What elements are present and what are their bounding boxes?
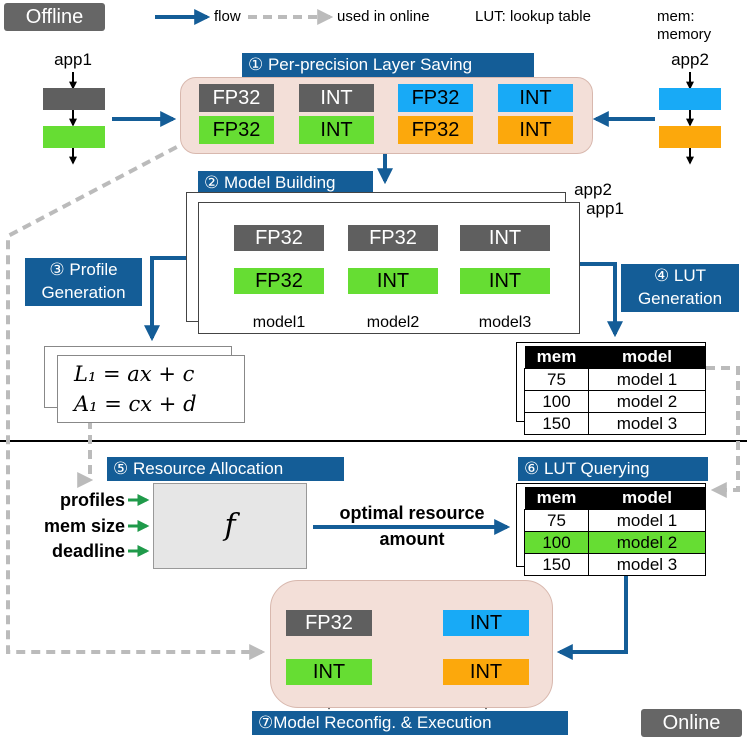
- stage1-label: ① Per-precision Layer Saving: [242, 53, 534, 77]
- query-cell-model: model 2: [588, 531, 706, 554]
- execution-panel: [270, 580, 553, 708]
- allocation-function: f: [224, 508, 236, 543]
- app2-label: app2: [671, 50, 709, 69]
- saved-int-block: INT: [299, 84, 374, 112]
- legend-lut-definition: LUT: lookup table: [475, 8, 591, 25]
- query-cell-mem: 100: [524, 531, 589, 554]
- lut-to-query-online-arrow: [706, 366, 740, 498]
- stage3-label-line2: Generation: [41, 283, 126, 302]
- latency-equation: L₁ = ax + c: [74, 362, 195, 386]
- model2-name: model2: [366, 314, 420, 331]
- saved-int-block: INT: [299, 116, 374, 144]
- stage3-label-line1: ③ Profile: [49, 260, 118, 279]
- lut-to-execution-arrow: [556, 572, 628, 660]
- model1-bottom-layer: FP32: [234, 268, 324, 294]
- model2-bottom-layer: INT: [348, 268, 438, 294]
- input-profiles-label: profiles: [59, 490, 125, 510]
- saved-fp32-block: FP32: [398, 84, 473, 112]
- optimal-resource-label-line2: amount: [379, 529, 445, 549]
- app1-layer-int: [43, 126, 105, 148]
- lut-cell-mem: 75: [524, 368, 589, 391]
- stack-app1-label: app1: [586, 199, 624, 218]
- optimal-resource-label: optimal resource: [339, 503, 485, 523]
- lut-header-model: model: [588, 346, 706, 369]
- exec-app1-top-layer: FP32: [286, 610, 372, 636]
- app1-layer-fp32: [43, 88, 105, 110]
- query-header-model: model: [588, 487, 706, 510]
- app2-layer-int-bottom: [659, 126, 721, 148]
- lut-header-mem: mem: [524, 346, 589, 369]
- stage5-label: ⑤ Resource Allocation: [107, 457, 344, 481]
- saved-int-block: INT: [498, 116, 573, 144]
- stage4-label: ④ LUT Generation: [621, 264, 739, 312]
- saved-fp32-block: FP32: [199, 116, 274, 144]
- input-mem-size-label: mem size: [43, 516, 125, 536]
- legend-mem-definition: mem: memory: [657, 8, 712, 43]
- model3-name: model3: [478, 314, 532, 331]
- stage3-label: ③ Profile Generation: [25, 258, 142, 306]
- query-cell-model: model 1: [588, 509, 706, 532]
- stage6-label: ⑥ LUT Querying: [518, 457, 708, 481]
- saving-to-execution-online-arrow: [6, 138, 266, 660]
- stage4-label-line2: Generation: [637, 289, 723, 308]
- legend-online-label: used in online: [337, 8, 430, 25]
- lut-cell-model: model 2: [588, 390, 706, 413]
- model3-bottom-layer: INT: [460, 268, 550, 294]
- stage4-label-line1: ④ LUT: [653, 266, 707, 285]
- stage2-label: ② Model Building: [198, 171, 373, 195]
- lut-cell-mem: 100: [524, 390, 589, 413]
- model1-top-layer: FP32: [234, 225, 324, 251]
- saved-fp32-block: FP32: [398, 116, 473, 144]
- model3-top-layer: INT: [460, 225, 550, 251]
- app1-label: app1: [54, 50, 92, 69]
- offline-label: Offline: [4, 3, 105, 31]
- building-to-lut-arrow: [580, 262, 623, 338]
- query-cell-mem: 150: [524, 553, 589, 576]
- saved-int-block: INT: [498, 84, 573, 112]
- legend-flow-label: flow: [214, 8, 241, 25]
- stack-app2-label: app2: [574, 180, 612, 199]
- model2-top-layer: FP32: [348, 225, 438, 251]
- model1-name: model1: [252, 314, 306, 331]
- saved-fp32-block: FP32: [199, 84, 274, 112]
- query-header-mem: mem: [524, 487, 589, 510]
- exec-app1-bottom-layer: INT: [286, 659, 372, 685]
- exec-app2-top-layer: INT: [443, 610, 529, 636]
- lut-cell-model: model 3: [588, 412, 706, 435]
- query-cell-mem: 75: [524, 509, 589, 532]
- accuracy-equation: A₁ = cx + d: [74, 392, 197, 416]
- lut-cell-model: model 1: [588, 368, 706, 391]
- online-label: Online: [641, 709, 742, 737]
- building-to-profile-arrow: [144, 256, 196, 342]
- lut-cell-mem: 150: [524, 412, 589, 435]
- profile-card: L₁ = ax + c A₁ = cx + d: [57, 355, 245, 423]
- exec-app2-bottom-layer: INT: [443, 659, 529, 685]
- allocation-function-box: f: [153, 483, 307, 569]
- app2-layer-int: [659, 88, 721, 110]
- input-deadline-label: deadline: [51, 541, 125, 561]
- stage7-label: ⑦Model Reconfig. & Execution: [252, 711, 568, 735]
- query-cell-model: model 3: [588, 553, 706, 576]
